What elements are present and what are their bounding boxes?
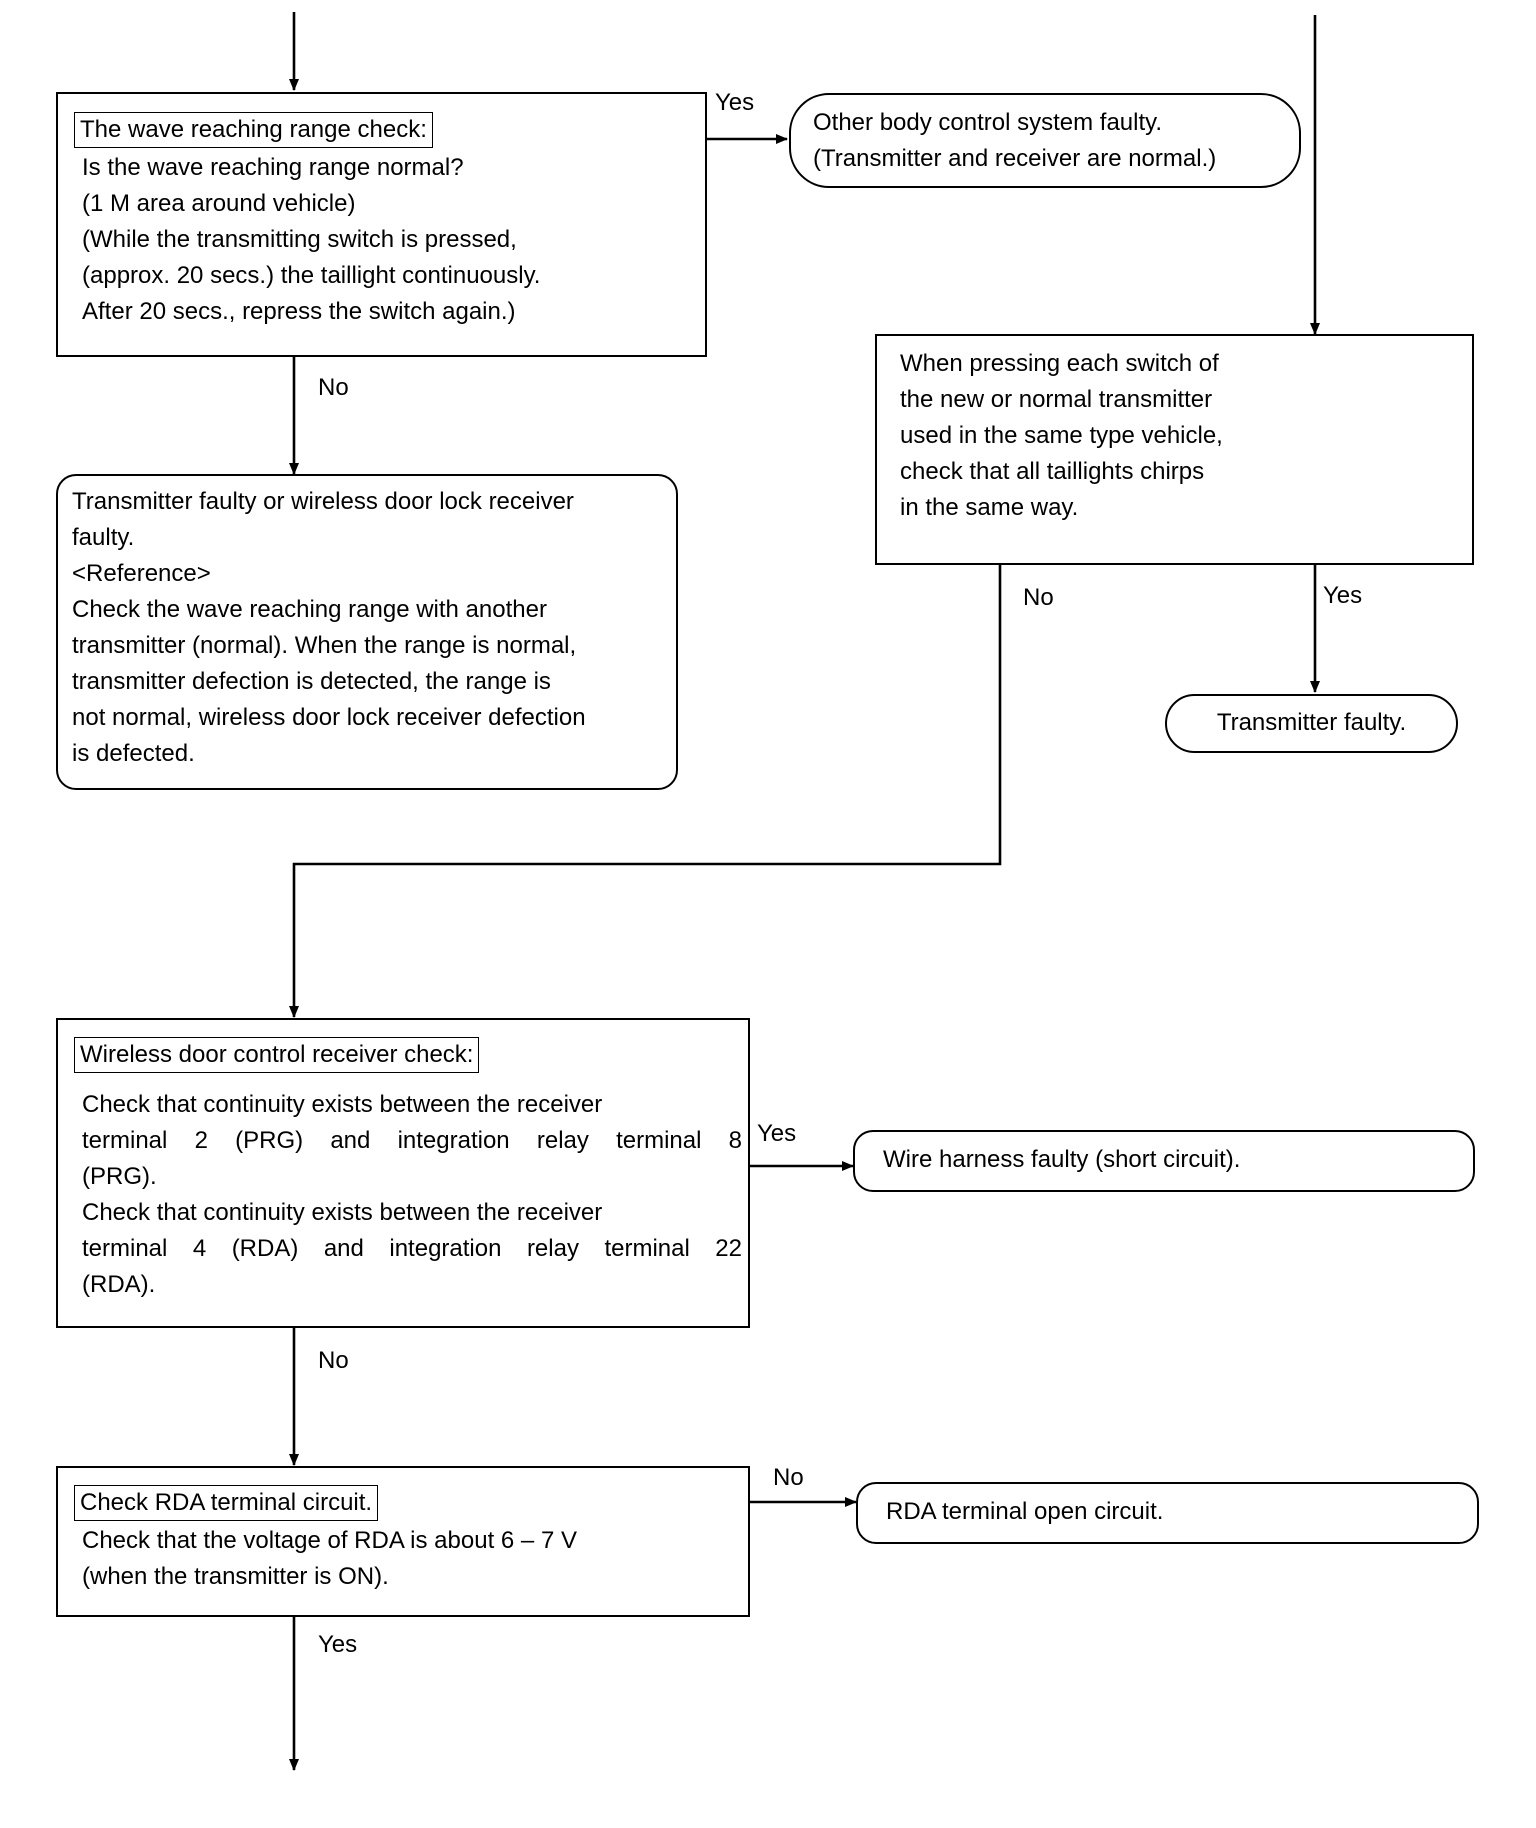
rda-circuit-check-line: (when the transmitter is ON). (82, 1563, 389, 1590)
edge-label-rda-yes: Yes (318, 1631, 358, 1658)
new-transmitter-check-line: When pressing each switch of (900, 350, 1219, 377)
edge-label-receiver-yes: Yes (757, 1120, 797, 1147)
faulty-reference-line: not normal, wireless door lock receiver … (72, 704, 586, 731)
receiver-check-line: terminal 2 (PRG) and integration relay t… (82, 1127, 742, 1154)
edge-label-rda-no: No (773, 1464, 804, 1491)
wave-range-check-line: After 20 secs., repress the switch again… (82, 298, 516, 325)
receiver-check-box: Wireless door control receiver check: Ch… (56, 1018, 750, 1328)
other-body-faulty-line: (Transmitter and receiver are normal.) (813, 145, 1217, 172)
receiver-check-line: terminal 4 (RDA) and integration relay t… (82, 1235, 742, 1262)
wave-range-check-box: The wave reaching range check: Is the wa… (56, 92, 707, 357)
wire-harness-faulty-terminal: Wire harness faulty (short circuit). (853, 1130, 1475, 1192)
edge-label-wave-yes: Yes (715, 89, 755, 116)
faulty-reference-line: is defected. (72, 740, 195, 767)
receiver-check-line: Check that continuity exists between the… (82, 1199, 603, 1226)
faulty-reference-line: Check the wave reaching range with anoth… (72, 596, 547, 623)
other-body-faulty-terminal: Other body control system faulty. (Trans… (789, 93, 1301, 188)
receiver-check-line: (PRG). (82, 1163, 157, 1190)
edge-label-wave-no: No (318, 374, 349, 401)
wave-range-check-line: (While the transmitting switch is presse… (82, 226, 517, 253)
transmitter-or-receiver-faulty-terminal: Transmitter faulty or wireless door lock… (56, 474, 678, 790)
rda-open-circuit-text: RDA terminal open circuit. (886, 1498, 1164, 1525)
faulty-reference-line: Transmitter faulty or wireless door lock… (72, 488, 574, 515)
new-transmitter-check-box: When pressing each switch of the new or … (875, 334, 1474, 565)
faulty-reference-line: faulty. (72, 524, 135, 551)
transmitter-faulty-terminal: Transmitter faulty. (1165, 694, 1458, 753)
receiver-check-line: (RDA). (82, 1271, 156, 1298)
rda-circuit-check-box: Check RDA terminal circuit. Check that t… (56, 1466, 750, 1617)
receiver-check-line: Check that continuity exists between the… (82, 1091, 603, 1118)
transmitter-faulty-text: Transmitter faulty. (1216, 709, 1407, 736)
faulty-reference-line: transmitter (normal). When the range is … (72, 632, 577, 659)
rda-circuit-check-line: Check that the voltage of RDA is about 6… (82, 1527, 577, 1554)
other-body-faulty-line: Other body control system faulty. (813, 109, 1163, 136)
wave-range-check-line: (approx. 20 secs.) the taillight continu… (82, 262, 541, 289)
faulty-reference-line: <Reference> (72, 560, 211, 587)
edge-label-new-yes: Yes (1323, 582, 1363, 609)
faulty-reference-line: transmitter defection is detected, the r… (72, 668, 551, 695)
arrow-new-no (289, 565, 1002, 1018)
new-transmitter-check-line: in the same way. (900, 494, 1079, 521)
edge-label-new-no: No (1023, 584, 1054, 611)
wave-range-check-line: (1 M area around vehicle) (82, 190, 356, 217)
edge-label-receiver-no: No (318, 1347, 349, 1374)
new-transmitter-check-line: the new or normal transmitter (900, 386, 1213, 413)
rda-open-circuit-terminal: RDA terminal open circuit. (856, 1482, 1479, 1544)
wave-range-check-line: Is the wave reaching range normal? (82, 154, 464, 181)
new-transmitter-check-line: check that all taillights chirps (900, 458, 1205, 485)
wave-range-check-title: The wave reaching range check: (74, 112, 433, 148)
wire-harness-faulty-text: Wire harness faulty (short circuit). (883, 1146, 1241, 1173)
new-transmitter-check-line: used in the same type vehicle, (900, 422, 1223, 449)
rda-circuit-check-title: Check RDA terminal circuit. (74, 1485, 379, 1521)
receiver-check-title: Wireless door control receiver check: (74, 1037, 480, 1073)
